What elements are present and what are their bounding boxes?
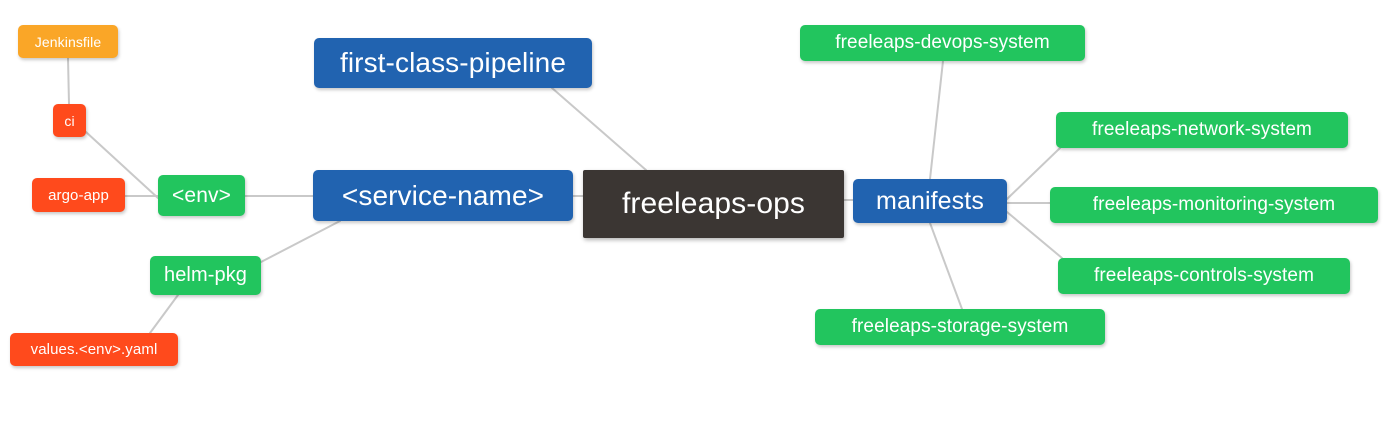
edge-manifests-to-freeleaps-devops-system (929, 60, 944, 180)
node-label: ci (64, 112, 75, 129)
edge-ci-to-env (85, 131, 159, 199)
node-label: helm-pkg (163, 264, 248, 286)
edge-values-yaml-to-helm-pkg (149, 294, 179, 334)
edge-manifests-to-freeleaps-controls-system (1006, 211, 1063, 259)
node-freeleaps-network-system[interactable]: freeleaps-network-system (1056, 112, 1348, 148)
node-freeleaps-monitoring-system[interactable]: freeleaps-monitoring-system (1050, 187, 1378, 223)
node-label: Jenkinsfile (34, 33, 102, 50)
node-service-name[interactable]: <service-name> (313, 170, 573, 221)
node-freeleaps-controls-system[interactable]: freeleaps-controls-system (1058, 258, 1350, 294)
edge-first-class-pipeline-to-freeleaps-ops (551, 87, 647, 171)
node-first-class-pipeline[interactable]: first-class-pipeline (314, 38, 592, 88)
node-freeleaps-storage-system[interactable]: freeleaps-storage-system (815, 309, 1105, 345)
node-manifests[interactable]: manifests (853, 179, 1007, 223)
node-label: freeleaps-ops (621, 187, 806, 220)
node-jenkinsfile[interactable]: Jenkinsfile (18, 25, 118, 58)
node-label: freeleaps-devops-system (835, 32, 1050, 53)
edge-manifests-to-freeleaps-network-system (1006, 147, 1061, 200)
node-env[interactable]: <env> (158, 175, 245, 216)
node-label: values.<env>.yaml (30, 341, 158, 358)
edge-helm-pkg-to-service-name (260, 220, 341, 263)
node-label: first-class-pipeline (339, 47, 567, 78)
node-freeleaps-ops[interactable]: freeleaps-ops (583, 170, 844, 238)
node-ci[interactable]: ci (53, 104, 86, 137)
node-label: freeleaps-controls-system (1093, 265, 1315, 286)
edge-manifests-to-freeleaps-storage-system (929, 222, 963, 310)
node-label: freeleaps-network-system (1092, 119, 1312, 140)
node-helm-pkg[interactable]: helm-pkg (150, 256, 261, 295)
node-label: <env> (172, 183, 231, 207)
node-freeleaps-devops-system[interactable]: freeleaps-devops-system (800, 25, 1085, 61)
node-label: manifests (876, 186, 984, 215)
node-label: argo-app (48, 186, 109, 204)
node-label: freeleaps-storage-system (851, 316, 1069, 337)
node-values-yaml[interactable]: values.<env>.yaml (10, 333, 178, 366)
node-label: <service-name> (341, 179, 545, 211)
node-argo-app[interactable]: argo-app (32, 178, 125, 212)
node-label: freeleaps-monitoring-system (1092, 194, 1336, 215)
edge-jenkinsfile-to-ci (67, 57, 70, 105)
